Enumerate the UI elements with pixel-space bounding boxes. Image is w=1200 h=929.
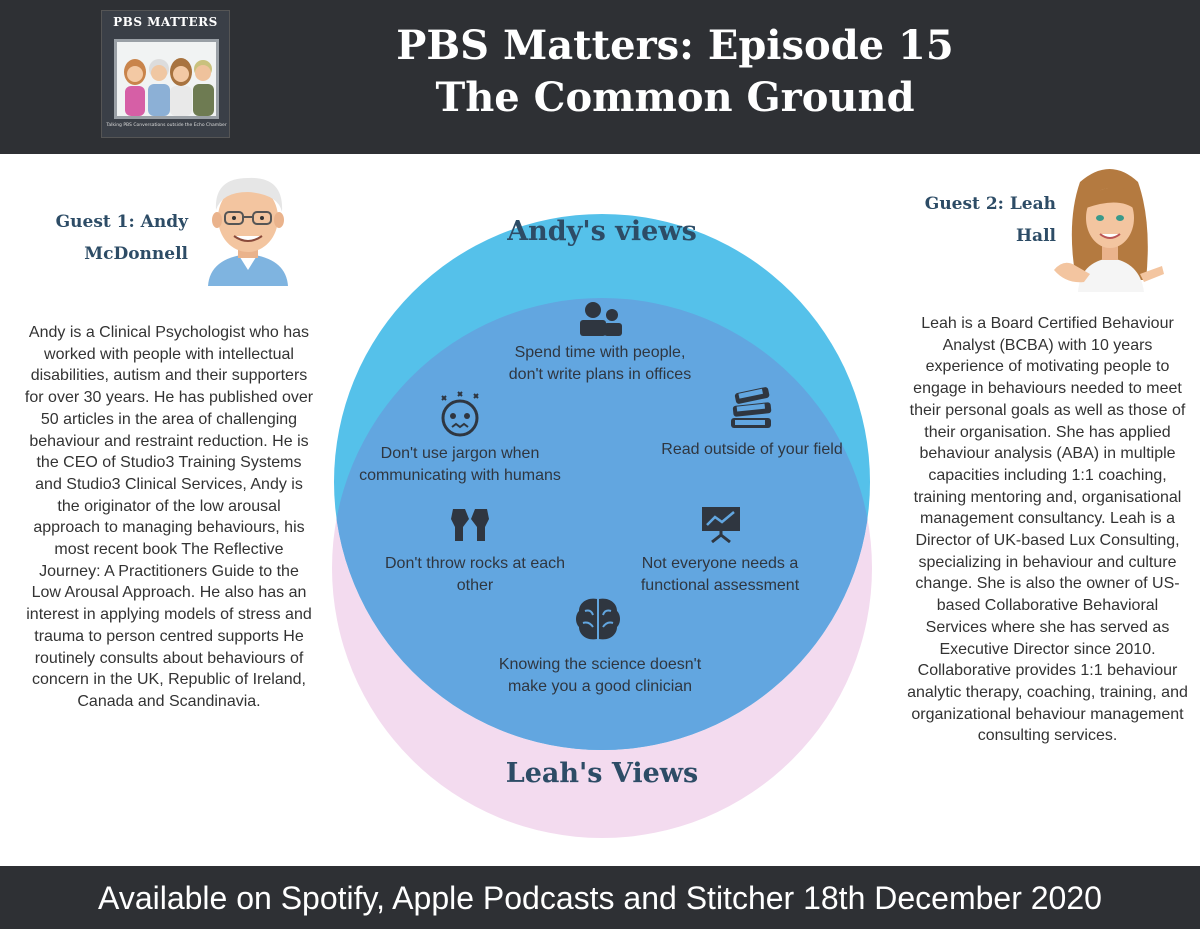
guest2-name: Guest 2: Leah Hall xyxy=(878,188,1056,252)
item-spend-time-line2: don't write plans in offices xyxy=(508,365,692,383)
guest1-name-line2: McDonnell xyxy=(84,244,188,264)
guest1-name-line1: Guest 1: Andy xyxy=(55,212,188,232)
logo-tagline: Talking PBS Conversations outside the Ec… xyxy=(106,123,227,128)
item-jargon: Don't use jargon when communicating with… xyxy=(330,443,590,486)
item-functional-assessment-line2: functional assessment xyxy=(640,576,800,594)
item-spend-time: Spend time with people, don't write plan… xyxy=(470,342,730,385)
podcast-logo: PBS MATTERS xyxy=(101,10,230,138)
leah-views-label: Leah's Views xyxy=(505,758,699,789)
episode-title-line2: The Common Ground xyxy=(435,74,915,121)
item-throw-rocks: Don't throw rocks at each other xyxy=(355,553,595,596)
confused-face-icon xyxy=(441,391,479,437)
andy-views-label: Andy's views xyxy=(507,216,697,247)
guest1-bio: Andy is a Clinical Psychologist who has … xyxy=(24,324,314,710)
item-jargon-line2: communicating with humans xyxy=(359,466,561,484)
brain-icon xyxy=(576,598,620,640)
presentation-chart-icon xyxy=(702,507,740,543)
item-throw-rocks-line2: other xyxy=(456,576,494,594)
books-icon xyxy=(731,387,772,428)
item-knowing-science-line1: Knowing the science doesn't xyxy=(498,656,702,673)
item-functional-assessment-line1: Not everyone needs a xyxy=(641,555,799,572)
andy-avatar xyxy=(198,170,298,286)
conflict-icon xyxy=(451,509,489,541)
footer-banner: Available on Spotify, Apple Podcasts and… xyxy=(0,866,1200,929)
item-knowing-science-line2: make you a good clinician xyxy=(507,677,693,695)
item-functional-assessment: Not everyone needs a functional assessme… xyxy=(610,553,830,596)
item-read-outside: Read outside of your field xyxy=(632,439,872,461)
people-icon xyxy=(580,302,622,336)
header-banner: PBS MATTERS xyxy=(0,0,1200,154)
item-throw-rocks-line1: Don't throw rocks at each xyxy=(384,555,566,572)
guest2-name-line1: Guest 2: Leah xyxy=(924,194,1056,214)
guest1-name: Guest 1: Andy McDonnell xyxy=(28,206,188,270)
item-knowing-science: Knowing the science doesn't make you a g… xyxy=(460,654,740,697)
guest2-bio: Leah is a Board Certified Behaviour Anal… xyxy=(907,315,1188,745)
availability-text: Available on Spotify, Apple Podcasts and… xyxy=(98,880,1102,916)
guest2-name-line2: Hall xyxy=(1016,226,1056,246)
episode-title-line1: PBS Matters: Episode 15 xyxy=(396,22,954,69)
leah-avatar xyxy=(1050,162,1165,292)
item-jargon-line1: Don't use jargon when xyxy=(380,445,540,462)
logo-title: PBS MATTERS xyxy=(113,15,218,29)
item-read-outside-line1: Read outside of your field xyxy=(661,441,843,458)
item-spend-time-line1: Spend time with people, xyxy=(514,344,686,361)
logo-hosts-image xyxy=(114,39,219,119)
episode-title: PBS Matters: Episode 15 The Common Groun… xyxy=(300,20,1050,124)
